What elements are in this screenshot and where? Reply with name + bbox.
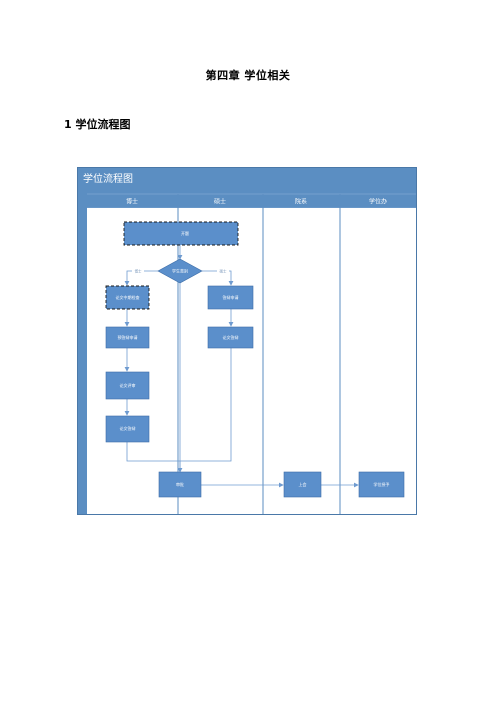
node-doc-review-label: 论文评审 bbox=[120, 382, 136, 388]
edge-decision-doctor bbox=[124, 270, 159, 286]
node-approval-label: 审批 bbox=[176, 481, 184, 487]
node-degree-award bbox=[358, 471, 405, 498]
node-degree-award-label: 学位授予 bbox=[374, 481, 390, 487]
flowchart-svg: 学位流程图 博士 硕士 院系 学位办 bbox=[77, 167, 417, 515]
edge-decision-master bbox=[202, 270, 234, 286]
node-doc-defense-label: 论文答辩 bbox=[120, 425, 136, 431]
node-submit bbox=[283, 471, 322, 498]
node-doc-defense bbox=[105, 415, 150, 443]
node-doc-review bbox=[105, 371, 150, 400]
node-mas-register bbox=[207, 285, 254, 310]
lane-header-band bbox=[87, 194, 416, 208]
lane-header-department: 院系 bbox=[295, 198, 307, 206]
lane-header-master: 硕士 bbox=[214, 198, 226, 206]
node-mas-defense-label: 论文答辩 bbox=[223, 334, 239, 340]
node-decision bbox=[157, 258, 203, 284]
node-mas-defense bbox=[207, 326, 254, 349]
degree-flowchart: 学位流程图 博士 硕士 院系 学位办 bbox=[77, 167, 417, 515]
edge-label-doctor: 博士 bbox=[135, 269, 142, 274]
edge-label-master-box bbox=[217, 268, 229, 274]
edge-label-doctor-box bbox=[132, 268, 144, 274]
flowchart-title: 学位流程图 bbox=[83, 172, 133, 185]
node-doc-predefense bbox=[105, 326, 150, 349]
edge-label-master: 硕士 bbox=[220, 269, 227, 274]
lane-area bbox=[87, 208, 416, 514]
node-doc-midterm-label: 论文中期检查 bbox=[116, 294, 140, 300]
node-doc-predefense-label: 预答辩申请 bbox=[118, 334, 138, 340]
node-approval bbox=[158, 471, 202, 498]
node-mas-register-label: 答辩申请 bbox=[223, 294, 239, 300]
node-submit-label: 上会 bbox=[299, 481, 307, 487]
node-start-label: 开题 bbox=[181, 231, 189, 236]
node-doc-midterm bbox=[105, 285, 150, 310]
edge-master-defense-approval bbox=[180, 348, 232, 462]
chapter-title: 第四章 学位相关 bbox=[205, 69, 291, 82]
lane-header-degree-office: 学位办 bbox=[369, 198, 387, 206]
connectors bbox=[124, 245, 359, 488]
node-start bbox=[123, 221, 239, 246]
lane-header-doctor: 博士 bbox=[126, 198, 138, 206]
section-title: 1 学位流程图 bbox=[64, 118, 131, 131]
node-decision-label: 学生类别 bbox=[172, 268, 188, 274]
